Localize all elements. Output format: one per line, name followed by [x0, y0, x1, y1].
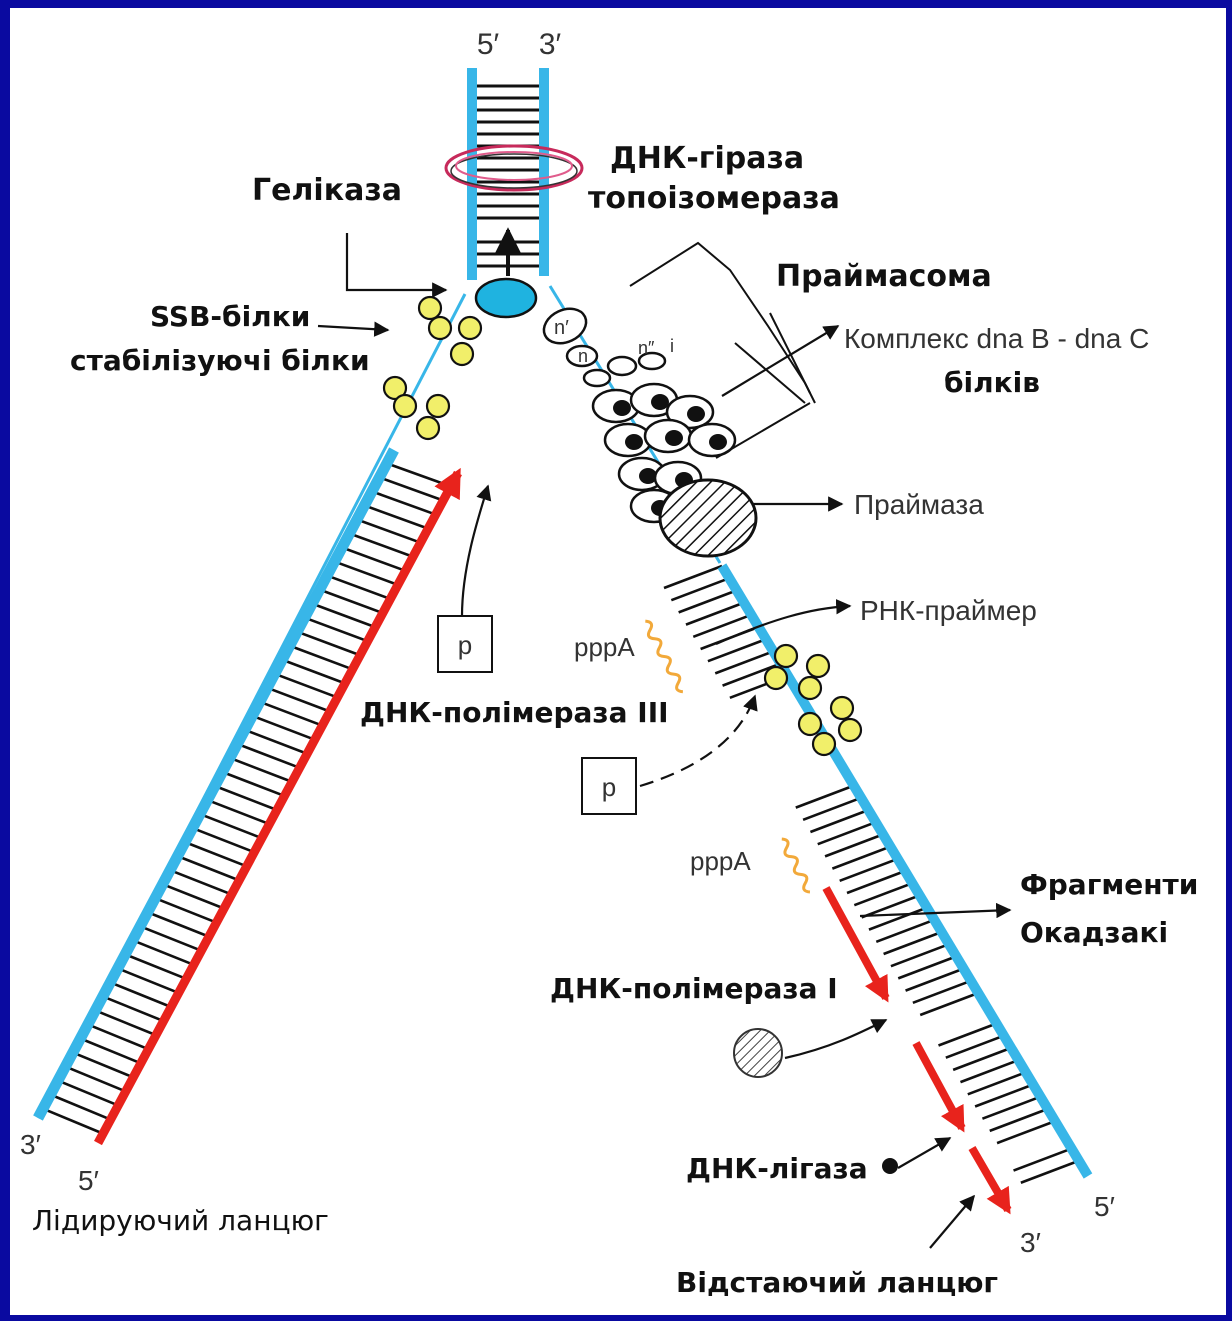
ssb-protein	[775, 645, 797, 667]
replication-fork-diagram: p p 5′ 3′ ДНК-гіраза топоізомераза Гелік…	[10, 8, 1226, 1315]
ssb-protein	[765, 667, 787, 689]
leading-strand-label: Лідируючий ланцюг	[32, 1204, 329, 1237]
dna-b-protein-core	[613, 400, 631, 416]
ssb-protein	[839, 719, 861, 741]
rna-primer-2	[778, 837, 813, 894]
pol-i-pointer	[785, 1020, 886, 1058]
ssb-protein	[813, 733, 835, 755]
ssb-protein	[799, 677, 821, 699]
primase-enzyme	[660, 480, 756, 556]
ssb-protein	[459, 317, 481, 339]
primasome-label: Праймасома	[776, 259, 992, 294]
ssb-protein	[417, 417, 439, 439]
pol-iii-label: ДНК-полімераза III	[360, 696, 669, 729]
rna-primer-pointer	[716, 606, 850, 644]
p-box-lagging-label: p	[602, 772, 616, 802]
ssb-protein	[427, 395, 449, 417]
rna-primer-1	[642, 619, 687, 693]
okazaki-fragment-2	[916, 1043, 962, 1128]
ssb-protein	[799, 713, 821, 735]
ssb-protein	[807, 655, 829, 677]
helicase-pointer	[347, 233, 446, 290]
p-box-leading-label: p	[458, 630, 472, 660]
dna-polymerase-i-enzyme	[734, 1029, 782, 1077]
leading-template-strand	[38, 450, 394, 1118]
ligase-label: ДНК-лігаза	[686, 1152, 868, 1185]
okazaki-label-line2: Окадзакі	[1020, 916, 1168, 949]
okazaki-label-line1: Фрагменти	[1020, 868, 1198, 901]
diagram-frame: p p 5′ 3′ ДНК-гіраза топоізомераза Гелік…	[10, 8, 1226, 1315]
pppA-label-2: pppA	[690, 846, 751, 876]
top-five-prime-label: 5′	[477, 28, 500, 61]
ssb-protein	[831, 697, 853, 719]
ssb-pointer	[318, 326, 388, 330]
protein-i-label: i	[670, 336, 674, 356]
protein-n-label: n	[578, 346, 588, 366]
pol-iii-pointer	[462, 486, 488, 616]
lagging-strand-label: Відстаючий ланцюг	[676, 1266, 998, 1299]
dna-complex-label-line2: білків	[944, 366, 1040, 399]
ssb-label-line1: SSB-білки	[150, 300, 310, 333]
leading-base-pairs	[43, 463, 451, 1133]
dna-b-protein-core	[687, 406, 705, 422]
pol-i-label: ДНК-полімераза I	[550, 972, 838, 1005]
gyrase-label-line2: топоізомераза	[588, 181, 840, 216]
lagging-pointer	[930, 1196, 974, 1248]
dna-ligase-enzyme	[882, 1158, 898, 1174]
ssb-protein	[394, 395, 416, 417]
dna-b-protein-core	[709, 434, 727, 450]
ssb-label-line2: стабілізуючі білки	[70, 344, 370, 377]
rna-primer-label: РНК-праймер	[860, 595, 1037, 626]
dna-b-protein-core	[651, 394, 669, 410]
okazaki-fragment-3	[972, 1148, 1008, 1210]
right-five-prime-label: 5′	[1094, 1191, 1115, 1222]
primase-label: Праймаза	[854, 489, 984, 520]
top-three-prime-label: 3′	[539, 28, 562, 61]
ssb-protein	[429, 317, 451, 339]
protein-n-double-label: n″	[638, 338, 655, 358]
gyrase-label-line1: ДНК-гіраза	[610, 141, 804, 176]
ssb-protein	[451, 343, 473, 365]
helicase-enzyme	[476, 279, 536, 317]
right-three-prime-label: 3′	[1020, 1227, 1041, 1258]
ligase-pointer	[898, 1138, 950, 1168]
ssb-protein	[419, 297, 441, 319]
left-five-prime-label: 5′	[78, 1165, 99, 1196]
dna-complex-pointer	[722, 326, 838, 396]
left-three-prime-label: 3′	[20, 1129, 41, 1160]
pppA-label-1: pppA	[574, 632, 635, 662]
dna-b-protein-core	[625, 434, 643, 450]
protein-n-double	[608, 357, 636, 375]
leading-new-strand	[98, 473, 458, 1143]
dna-b-protein-core	[665, 430, 683, 446]
helicase-label: Геліказа	[252, 173, 402, 208]
dna-complex-label-line1: Комплекс dna B - dna C	[844, 323, 1149, 354]
protein-n-prime-label: n′	[554, 317, 569, 339]
